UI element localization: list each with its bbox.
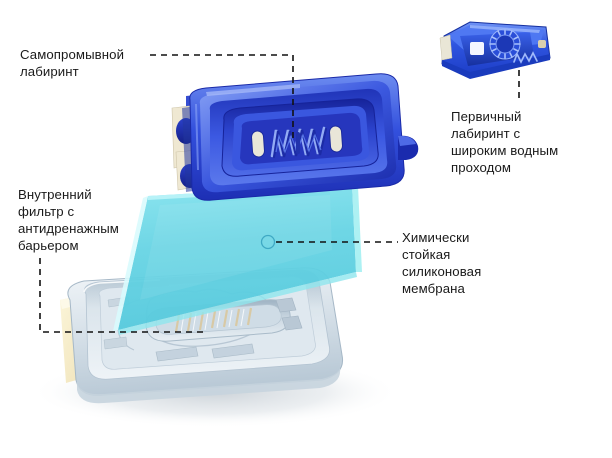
insert-window: [470, 42, 484, 55]
leader-inner-filter: [39, 258, 205, 333]
membrane-point-marker: [260, 234, 276, 250]
insert-gear-labyrinth: [489, 28, 521, 60]
label-inner-filter: Внутренний фильтр с антидренажным барьер…: [18, 187, 119, 253]
primary-labyrinth-insert: [439, 21, 551, 79]
silicone-membrane-sheet: [113, 184, 362, 335]
label-self-flushing-labyrinth: Самопромывной лабиринт: [20, 47, 125, 79]
leader-lines: [39, 54, 520, 333]
label-primary-labyrinth: Первичный лабиринт с широким водным прох…: [451, 109, 559, 175]
cap-left-slot: [251, 130, 265, 158]
gray-dripper-body: [67, 267, 344, 404]
self-flushing-labyrinth-teeth: [270, 126, 328, 159]
label-silicone-membrane: Химически стойкая силиконовая мембрана: [402, 230, 482, 296]
cap-right-slot: [329, 125, 343, 153]
leader-self-flushing: [150, 54, 294, 140]
blue-dripper-cap: [171, 73, 419, 201]
